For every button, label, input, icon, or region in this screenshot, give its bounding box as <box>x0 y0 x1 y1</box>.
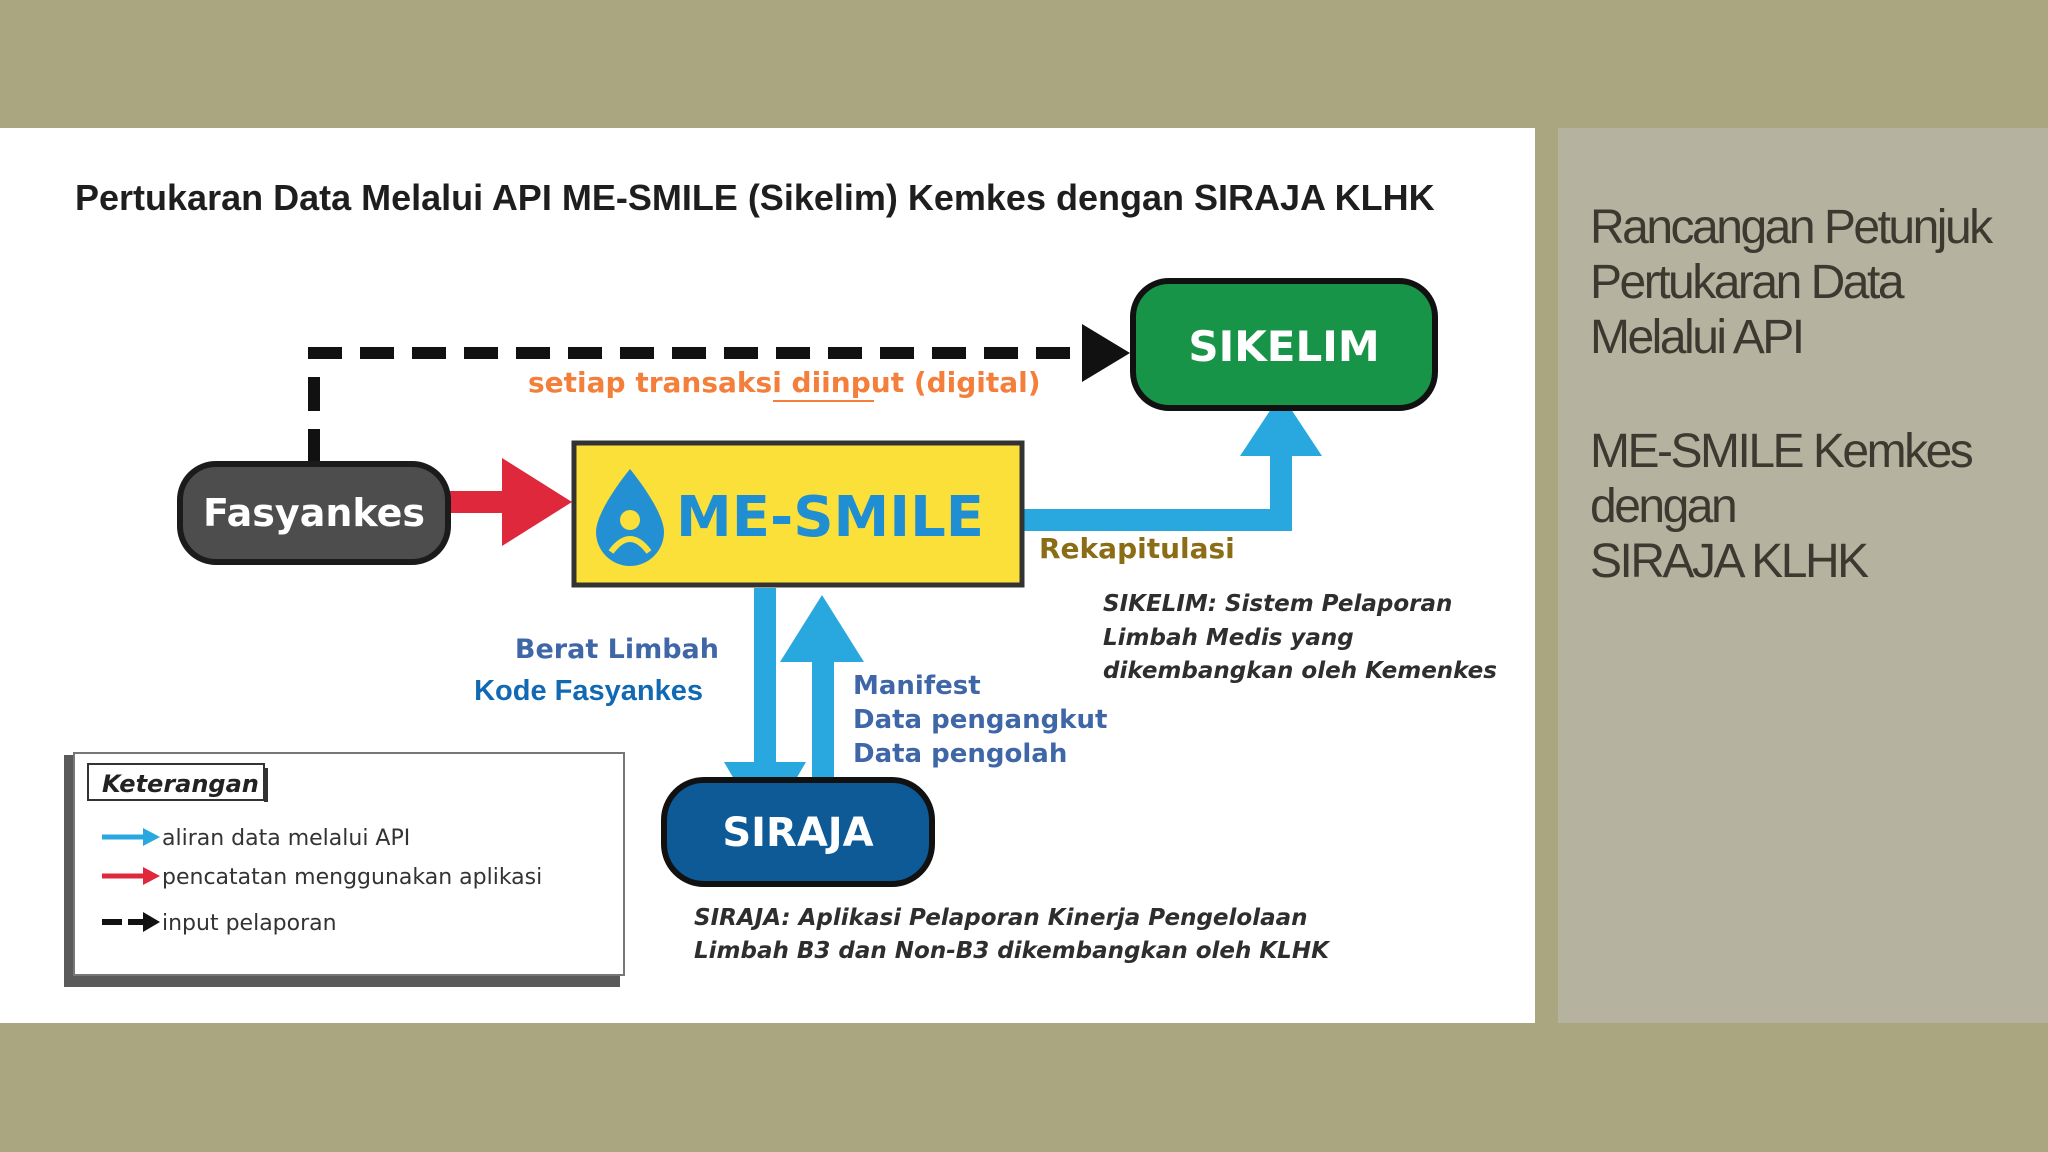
kode-fasyankes-label: Kode Fasyankes <box>474 675 703 707</box>
sikelim-node: SIKELIM <box>1130 278 1438 411</box>
side-title: Rancangan Petunjuk Pertukaran Data Melal… <box>1590 200 2040 365</box>
siraja-label: SIRAJA <box>722 810 873 856</box>
record-arrow <box>448 458 572 546</box>
side-title-line: Rancangan Petunjuk <box>1590 201 1993 254</box>
rekapitulasi-arrow <box>1024 394 1322 531</box>
mesmile-node: ME-SMILE <box>571 440 1025 588</box>
diagram-title: Pertukaran Data Melalui API ME-SMILE (Si… <box>75 177 1435 218</box>
legend-item-input: input pelaporan <box>102 911 337 936</box>
sikelim-note-line: dikembangkan oleh Kemenkes <box>1103 658 1497 684</box>
legend-item-label: aliran data melalui API <box>162 826 410 851</box>
up-data-arrow <box>780 595 864 806</box>
fasyankes-node: Fasyankes <box>177 461 451 565</box>
sikelim-label: SIKELIM <box>1188 322 1379 371</box>
diagram-panel: Pertukaran Data Melalui API ME-SMILE (Si… <box>0 128 1535 1023</box>
sikelim-note-line: Limbah Medis yang <box>1103 625 1354 651</box>
side-subtitle-line: SIRAJA KLHK <box>1590 535 1869 588</box>
manifest-label: Manifest Data pengangkut Data pengolah <box>853 671 1107 769</box>
siraja-note-line: SIRAJA: Aplikasi Pelaporan Kinerja Penge… <box>694 905 1308 931</box>
mesmile-drop-icon <box>596 469 664 566</box>
legend-item-app: pencatatan menggunakan aplikasi <box>102 865 542 890</box>
side-subtitle-line: dengan <box>1590 480 1738 533</box>
mesmile-label: ME-SMILE <box>676 485 984 550</box>
siraja-note-line: Limbah B3 dan Non-B3 dikembangkan oleh K… <box>694 938 1331 964</box>
legend-title: Keterangan <box>102 770 259 798</box>
siraja-node: SIRAJA <box>661 777 935 887</box>
dashed-input-label-text: setiap transaksi diinput (digital) <box>528 366 1041 399</box>
berat-limbah-label: Berat Limbah <box>515 634 719 665</box>
sikelim-note-line: SIKELIM: Sistem Pelaporan <box>1103 591 1452 617</box>
siraja-note: SIRAJA: Aplikasi Pelaporan Kinerja Penge… <box>694 905 1331 964</box>
side-title-line: Pertukaran Data <box>1590 256 1905 309</box>
manifest-line: Manifest <box>853 671 981 701</box>
flow-diagram: Pertukaran Data Melalui API ME-SMILE (Si… <box>64 177 1497 987</box>
legend-item-api: aliran data melalui API <box>102 826 410 851</box>
dashed-input-label: setiap transaksi diinput (digital) <box>528 366 1041 402</box>
data-pengangkut-line: Data pengangkut <box>853 705 1107 735</box>
side-subtitle: ME-SMILE Kemkes dengan SIRAJA KLHK <box>1590 424 2040 589</box>
legend-item-label: pencatatan menggunakan aplikasi <box>162 865 542 890</box>
fasyankes-label: Fasyankes <box>203 491 425 535</box>
sikelim-note: SIKELIM: Sistem Pelaporan Limbah Medis y… <box>1103 591 1497 684</box>
legend-box: Keterangan aliran data melalui API penca… <box>64 752 625 987</box>
legend-item-label: input pelaporan <box>162 911 337 936</box>
dashed-input-arrow <box>308 324 1130 463</box>
side-title-line: Melalui API <box>1590 311 1805 364</box>
side-subtitle-line: ME-SMILE Kemkes <box>1590 425 1974 478</box>
data-pengolah-line: Data pengolah <box>853 739 1067 769</box>
side-panel: Rancangan Petunjuk Pertukaran Data Melal… <box>1558 128 2048 1023</box>
rekapitulasi-label: Rekapitulasi <box>1039 532 1235 565</box>
